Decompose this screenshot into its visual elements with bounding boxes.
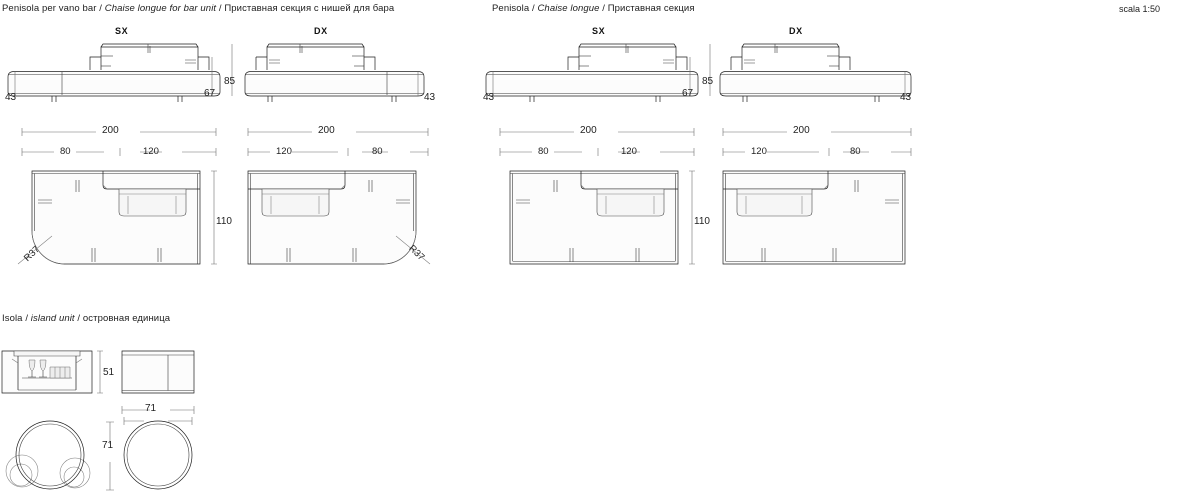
variant-label-a-dx: DX: [314, 26, 328, 36]
title-section-a: Penisola per vano bar / Chaise longue fo…: [2, 3, 395, 14]
dim-a-dx-width-right: 80: [372, 146, 383, 157]
dim-b-sx-width-total: 200: [580, 125, 597, 136]
title-b-ru: Приставная секция: [607, 3, 695, 14]
dim-a-sx-width-left: 80: [60, 146, 71, 157]
dimline-c-plan-depth: [100, 418, 120, 498]
plan-a-sx: [0, 160, 250, 285]
title-b-en: Chaise longue: [537, 3, 600, 14]
variant-label-b-dx: DX: [789, 26, 803, 36]
dim-b-sx-base-height: 43: [483, 92, 495, 103]
title-section-c: Isola / island unit / островная единица: [2, 313, 171, 324]
title-section-b: Penisola / Chaise longue / Приставная се…: [492, 3, 695, 14]
plan-c-left: [0, 415, 110, 500]
title-c-en: island unit: [30, 313, 75, 324]
dimline-a-sx-width-split: [0, 146, 250, 158]
dim-a-sx-width-right: 120: [143, 146, 159, 157]
dim-a-sx-base-height: 43: [5, 92, 17, 103]
dimline-a-dx-width-total: [240, 126, 450, 138]
dim-b-dx-width-total: 200: [793, 125, 810, 136]
variant-label-a-sx: SX: [115, 26, 129, 36]
dim-a-dx-width-total: 200: [318, 125, 335, 136]
plan-c-right: [118, 415, 228, 500]
dim-b-dx-width-left: 120: [751, 146, 767, 157]
dim-b-sx-total-height: 85: [702, 76, 714, 87]
scale-label: scala 1:50: [1119, 4, 1161, 14]
title-a-en: Chaise longue for bar unit: [104, 3, 217, 14]
dimline-b-sx-width-total: [478, 126, 728, 138]
plan-a-dx: [240, 160, 455, 285]
dim-a-sx-width-total: 200: [102, 125, 119, 136]
dimline-a-sx-width-total: [0, 126, 250, 138]
dimline-c-plan-width: [118, 415, 228, 427]
dim-b-sx-back-height: 67: [682, 88, 694, 99]
dim-c-front-height: 51: [103, 367, 115, 378]
dimline-b-sx-width-split: [478, 146, 728, 158]
dim-b-sx-plan-depth: 110: [694, 216, 710, 227]
dim-a-sx-total-height: 85: [224, 76, 236, 87]
dim-a-sx-back-height: 67: [204, 88, 216, 99]
title-a-it: Penisola per vano bar: [2, 3, 97, 14]
elevation-b-dx: [715, 36, 930, 126]
dim-a-dx-base-height: 43: [424, 92, 436, 103]
dimline-c-side-width: [118, 404, 203, 416]
dim-b-sx-width-left: 80: [538, 146, 549, 157]
dim-c-plan-depth: 71: [102, 440, 114, 451]
variant-label-b-sx: SX: [592, 26, 606, 36]
dim-b-sx-width-right: 120: [621, 146, 637, 157]
dim-b-dx-width-right: 80: [850, 146, 861, 157]
title-a-ru: Приставная секция с нишей для бара: [224, 3, 395, 14]
dim-a-sx-plan-depth: 110: [216, 216, 232, 227]
dim-c-side-width: 71: [145, 403, 157, 414]
dimline-b-dx-width-total: [715, 126, 930, 138]
elevation-a-dx: [240, 36, 450, 126]
elevation-b-sx: [478, 36, 728, 126]
dim-b-dx-base-height: 43: [900, 92, 912, 103]
elevation-c-front: [0, 345, 105, 400]
plan-b-sx: [478, 160, 728, 285]
title-b-it: Penisola: [492, 3, 530, 14]
plan-b-dx: [715, 160, 930, 285]
dim-a-dx-width-left: 120: [276, 146, 292, 157]
title-c-ru: островная единица: [82, 313, 171, 324]
title-c-it: Isola: [2, 313, 23, 324]
elevation-a-sx: [0, 36, 250, 126]
dimline-b-dx-width-split: [715, 146, 930, 158]
elevation-c-side: [118, 345, 203, 400]
dimline-a-dx-width-split: [240, 146, 450, 158]
